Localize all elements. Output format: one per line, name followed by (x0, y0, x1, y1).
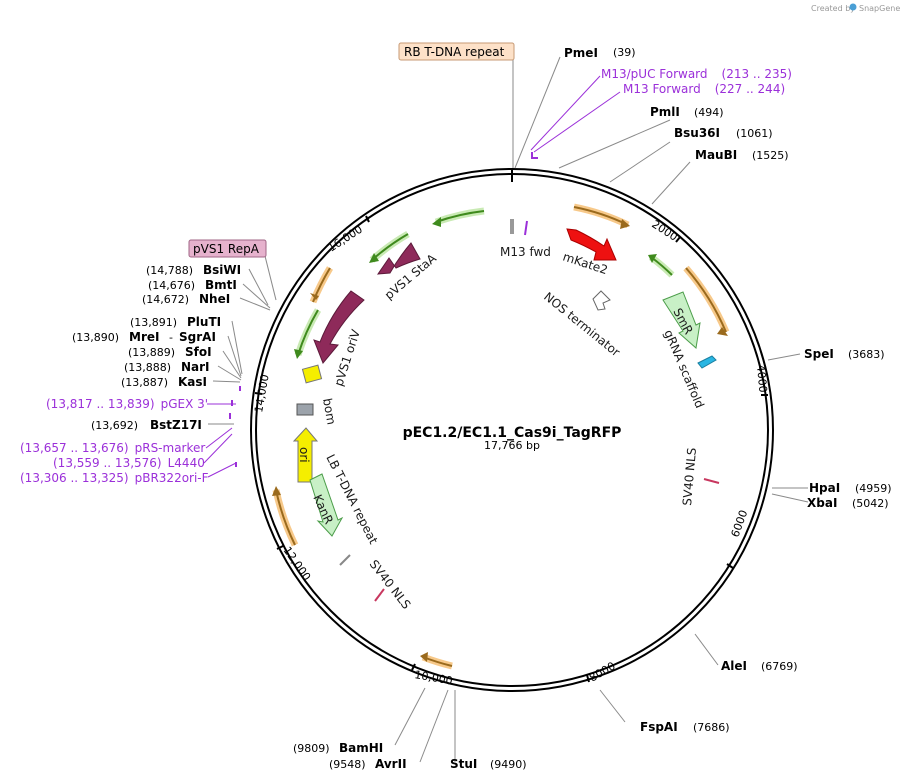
pvs1-repa-label: pVS1 RepA (193, 242, 260, 256)
sv40-nls-left-label: SV40 NLS (367, 557, 414, 611)
grna-scaffold-feature[interactable] (697, 355, 717, 369)
primer-pgex-3[interactable]: (13,817 .. 13,839)pGEX 3' (46, 397, 208, 411)
enzyme-leader-lines (208, 56, 809, 763)
sv40-nls-left-feature[interactable] (374, 588, 385, 602)
tick-label-10000: 10,000 (413, 668, 453, 687)
primer-markers (229, 152, 538, 467)
pvs1-staa-feature[interactable] (376, 242, 421, 275)
m13-primer-mark (524, 220, 528, 236)
enzyme-BamHI[interactable]: BamHI (339, 741, 383, 755)
enzyme-SgrAI[interactable]: SgrAI (179, 330, 216, 344)
pvs1-repa-box[interactable] (188, 239, 267, 258)
enzyme-MreI-pos: (13,890) (72, 331, 119, 344)
rb-tdna-box[interactable] (398, 42, 515, 61)
sv40-nls-right-feature[interactable] (703, 478, 720, 484)
enzyme-MreI[interactable]: MreI (129, 330, 159, 344)
enzyme-separator: - (169, 331, 173, 344)
enzyme-AleI-pos: (6769) (761, 660, 798, 673)
tick-label-4000: 4000 (754, 364, 769, 393)
enzyme-SpeI[interactable]: SpeI (804, 347, 834, 361)
enzyme-Bsu36I[interactable]: Bsu36I (674, 126, 720, 140)
primer-prs-marker[interactable]: (13,657 .. 13,676)pRS-marker (20, 441, 205, 455)
enzyme-KasI[interactable]: KasI (178, 375, 207, 389)
pvs1-oriv-label: pVS1 oriV (332, 327, 364, 388)
m13-fwd-label: M13 fwd (500, 245, 551, 259)
enzyme-BstZ17I[interactable]: BstZ17I (150, 418, 202, 432)
primer-pbr322ori-f[interactable]: (13,306 .. 13,325)pBR322ori-F (20, 471, 209, 485)
enzyme-SfoI[interactable]: SfoI (185, 345, 212, 359)
rb-tdna-label: RB T-DNA repeat (404, 45, 505, 59)
enzyme-PluTI[interactable]: PluTI (187, 315, 221, 329)
enzyme-BsiWI[interactable]: BsiWI (203, 263, 241, 277)
enzyme-MauBI-pos: (1525) (752, 149, 789, 162)
enzyme-FspAI-pos: (7686) (693, 721, 730, 734)
enzyme-BamHI-pos: (9809) (293, 742, 330, 755)
tick-label-16000: 16,000 (326, 223, 365, 255)
enzyme-BmtI-pos: (14,676) (148, 279, 195, 292)
enzyme-StuI[interactable]: StuI (450, 757, 477, 771)
kanr-feature[interactable] (309, 473, 344, 537)
enzyme-NarI-pos: (13,888) (124, 361, 171, 374)
credit-text: Created by (811, 4, 855, 13)
plasmid-length: 17,766 bp (484, 439, 540, 452)
enzyme-MauBI[interactable]: MauBI (695, 148, 737, 162)
bom-feature[interactable] (296, 403, 314, 416)
enzyme-NarI[interactable]: NarI (181, 360, 210, 374)
bom-label: bom (320, 397, 338, 426)
ori-feature[interactable] (292, 427, 319, 483)
tick-label-2000: 2000 (649, 218, 680, 244)
m13-fwd-feature[interactable] (510, 219, 514, 234)
enzyme-PmlI[interactable]: PmlI (650, 105, 680, 119)
plasmid-name: pEC1.2/EC1.1_Cas9i_TagRFP (403, 425, 622, 441)
enzyme-PmeI-pos: (39) (613, 46, 636, 59)
enzyme-SpeI-pos: (3683) (848, 348, 885, 361)
primer-m13-puc-forward[interactable]: M13/pUC Forward(213 .. 235) (601, 67, 792, 81)
tick-label-8000: 8000 (587, 659, 618, 684)
enzyme-NheI[interactable]: NheI (199, 292, 230, 306)
grna-scaffold-label: gRNA scaffold (661, 328, 707, 411)
snapgene-logo-icon (849, 3, 857, 11)
sv40-nls-right-label: SV40 NLS (680, 447, 699, 506)
credit-brand: SnapGene (859, 4, 900, 13)
primer-m13-forward[interactable]: M13 Forward(227 .. 244) (623, 82, 785, 96)
yellow-marker-feature[interactable] (301, 364, 323, 384)
tick-label-6000: 6000 (729, 508, 751, 539)
scale-ticks (254, 215, 768, 683)
enzyme-AleI[interactable]: AleI (721, 659, 747, 673)
enzyme-PluTI-pos: (13,891) (130, 316, 177, 329)
enzyme-XbaI-pos: (5042) (852, 497, 889, 510)
enzyme-HpaI[interactable]: HpaI (809, 481, 840, 495)
enzyme-PmeI[interactable]: PmeI (564, 46, 598, 60)
ori-label: ori (297, 447, 311, 463)
pvs1-repa-leader-line (264, 255, 277, 301)
orange-feature-arcs[interactable] (272, 203, 730, 670)
enzyme-PmlI-pos: (494) (694, 106, 724, 119)
enzyme-KasI-pos: (13,887) (121, 376, 168, 389)
nos-terminator-feature[interactable] (592, 290, 611, 311)
enzyme-BsiWI-pos: (14,788) (146, 264, 193, 277)
mkate2-feature[interactable] (566, 228, 617, 261)
smr-feature[interactable] (662, 291, 701, 349)
enzyme-Bsu36I-pos: (1061) (736, 127, 773, 140)
pvs1-oriv-feature[interactable] (313, 290, 365, 364)
green-feature-arcs[interactable] (294, 207, 675, 359)
enzyme-XbaI[interactable]: XbaI (807, 496, 837, 510)
primer-leader-lines (203, 75, 621, 478)
enzyme-StuI-pos: (9490) (490, 758, 527, 771)
enzyme-BmtI[interactable]: BmtI (205, 278, 237, 292)
enzyme-AvrII-pos: (9548) (329, 758, 366, 771)
primer-l4440[interactable]: (13,559 .. 13,576)L4440 (53, 456, 205, 470)
enzyme-BstZ17I-pos: (13,692) (91, 419, 138, 432)
enzyme-FspAI[interactable]: FspAI (640, 720, 678, 734)
enzyme-AvrII[interactable]: AvrII (375, 757, 407, 771)
enzyme-HpaI-pos: (4959) (855, 482, 892, 495)
lb-tdna-feature[interactable] (339, 554, 351, 566)
enzyme-NheI-pos: (14,672) (142, 293, 189, 306)
enzyme-SfoI-pos: (13,889) (128, 346, 175, 359)
